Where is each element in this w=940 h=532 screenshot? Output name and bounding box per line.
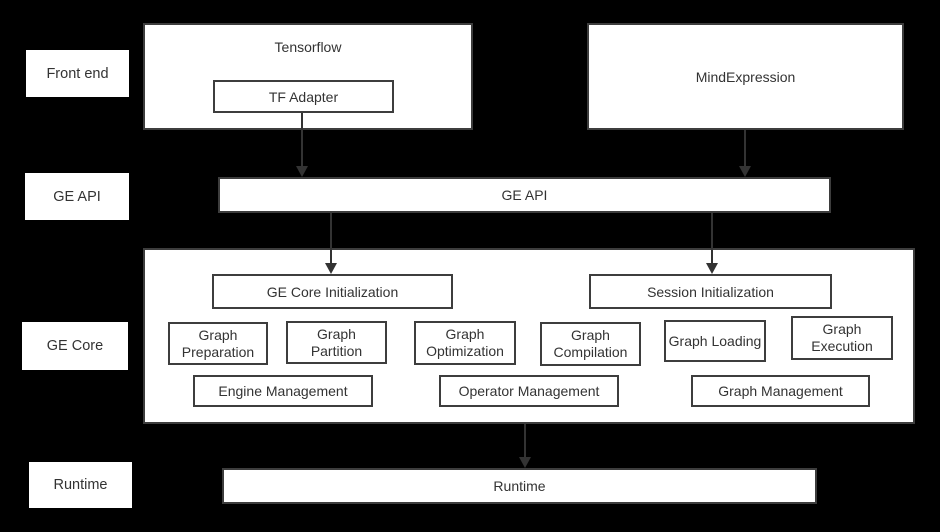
row-label-front-end: Front end bbox=[26, 50, 129, 97]
arrow-head bbox=[739, 166, 751, 177]
runtime-bar: Runtime bbox=[222, 468, 817, 504]
row-label-text: Front end bbox=[46, 65, 109, 82]
arrow-down-icon-tf-adapter-to-ge-api bbox=[295, 113, 309, 177]
stage-box-graph-compilation: Graph Compilation bbox=[540, 322, 641, 366]
ge-core-container: GE Core Initialization Session Initializ… bbox=[143, 248, 915, 424]
row-label-text: GE Core bbox=[46, 338, 104, 354]
arrow-head bbox=[706, 263, 718, 274]
arrow-line bbox=[744, 130, 746, 168]
arrow-down-icon-ge-core-to-runtime bbox=[518, 424, 532, 468]
stage-label: Graph Compilation bbox=[553, 327, 628, 360]
arrow-line bbox=[301, 113, 303, 168]
stage-label: Graph Preparation bbox=[181, 326, 255, 360]
stage-box-graph-execution: Graph Execution bbox=[791, 316, 893, 360]
stage-box-graph-loading: Graph Loading bbox=[664, 320, 766, 362]
stage-label: Graph Partition bbox=[310, 325, 363, 359]
stage-box-graph-partition: Graph Partition bbox=[286, 321, 387, 364]
stage-box-graph-preparation: Graph Preparation bbox=[168, 322, 268, 365]
row-label-ge-core: GE Core bbox=[22, 322, 128, 370]
arrow-head bbox=[296, 166, 308, 177]
session-initialization-box: Session Initialization bbox=[589, 274, 832, 309]
management-label: Engine Management bbox=[218, 383, 348, 399]
tensorflow-box: Tensorflow TF Adapter bbox=[143, 23, 473, 130]
operator-management-box: Operator Management bbox=[439, 375, 619, 407]
row-label-text: Runtime bbox=[53, 477, 108, 493]
management-label: Operator Management bbox=[458, 383, 600, 399]
ge-core-initialization-label: GE Core Initialization bbox=[266, 283, 399, 300]
arrow-line bbox=[711, 213, 713, 265]
row-label-runtime: Runtime bbox=[29, 462, 132, 508]
mind-expression-box: MindExpression bbox=[587, 23, 904, 130]
ge-core-initialization-box: GE Core Initialization bbox=[212, 274, 453, 309]
arrow-line bbox=[524, 424, 526, 459]
arrow-down-icon-ge-api-to-ge-core-initialization bbox=[324, 213, 338, 274]
management-label: Graph Management bbox=[718, 383, 843, 399]
graph-management-box: Graph Management bbox=[691, 375, 870, 407]
stage-label: Graph Loading bbox=[668, 332, 762, 349]
session-initialization-label: Session Initialization bbox=[647, 283, 774, 300]
stage-label: Graph Execution bbox=[811, 321, 873, 354]
mind-expression-label: MindExpression bbox=[695, 68, 796, 85]
row-label-text: GE API bbox=[53, 188, 101, 205]
engine-management-box: Engine Management bbox=[193, 375, 373, 407]
stage-label: Graph Optimization bbox=[426, 326, 504, 359]
ge-api-bar-label: GE API bbox=[501, 187, 548, 203]
tf-adapter-label: TF Adapter bbox=[268, 88, 339, 105]
stage-box-graph-optimization: Graph Optimization bbox=[414, 321, 516, 365]
arrow-head bbox=[519, 457, 531, 468]
arrow-down-icon-mind-expression-to-ge-api bbox=[738, 130, 752, 177]
runtime-bar-label: Runtime bbox=[493, 478, 546, 494]
arrow-line bbox=[330, 213, 332, 265]
arrow-down-icon-ge-api-to-session-initialization bbox=[705, 213, 719, 274]
row-label-ge-api: GE API bbox=[25, 173, 129, 220]
arrow-head bbox=[325, 263, 337, 274]
tensorflow-label: Tensorflow bbox=[274, 39, 342, 55]
tf-adapter-box: TF Adapter bbox=[213, 80, 394, 113]
ge-api-bar: GE API bbox=[218, 177, 831, 213]
